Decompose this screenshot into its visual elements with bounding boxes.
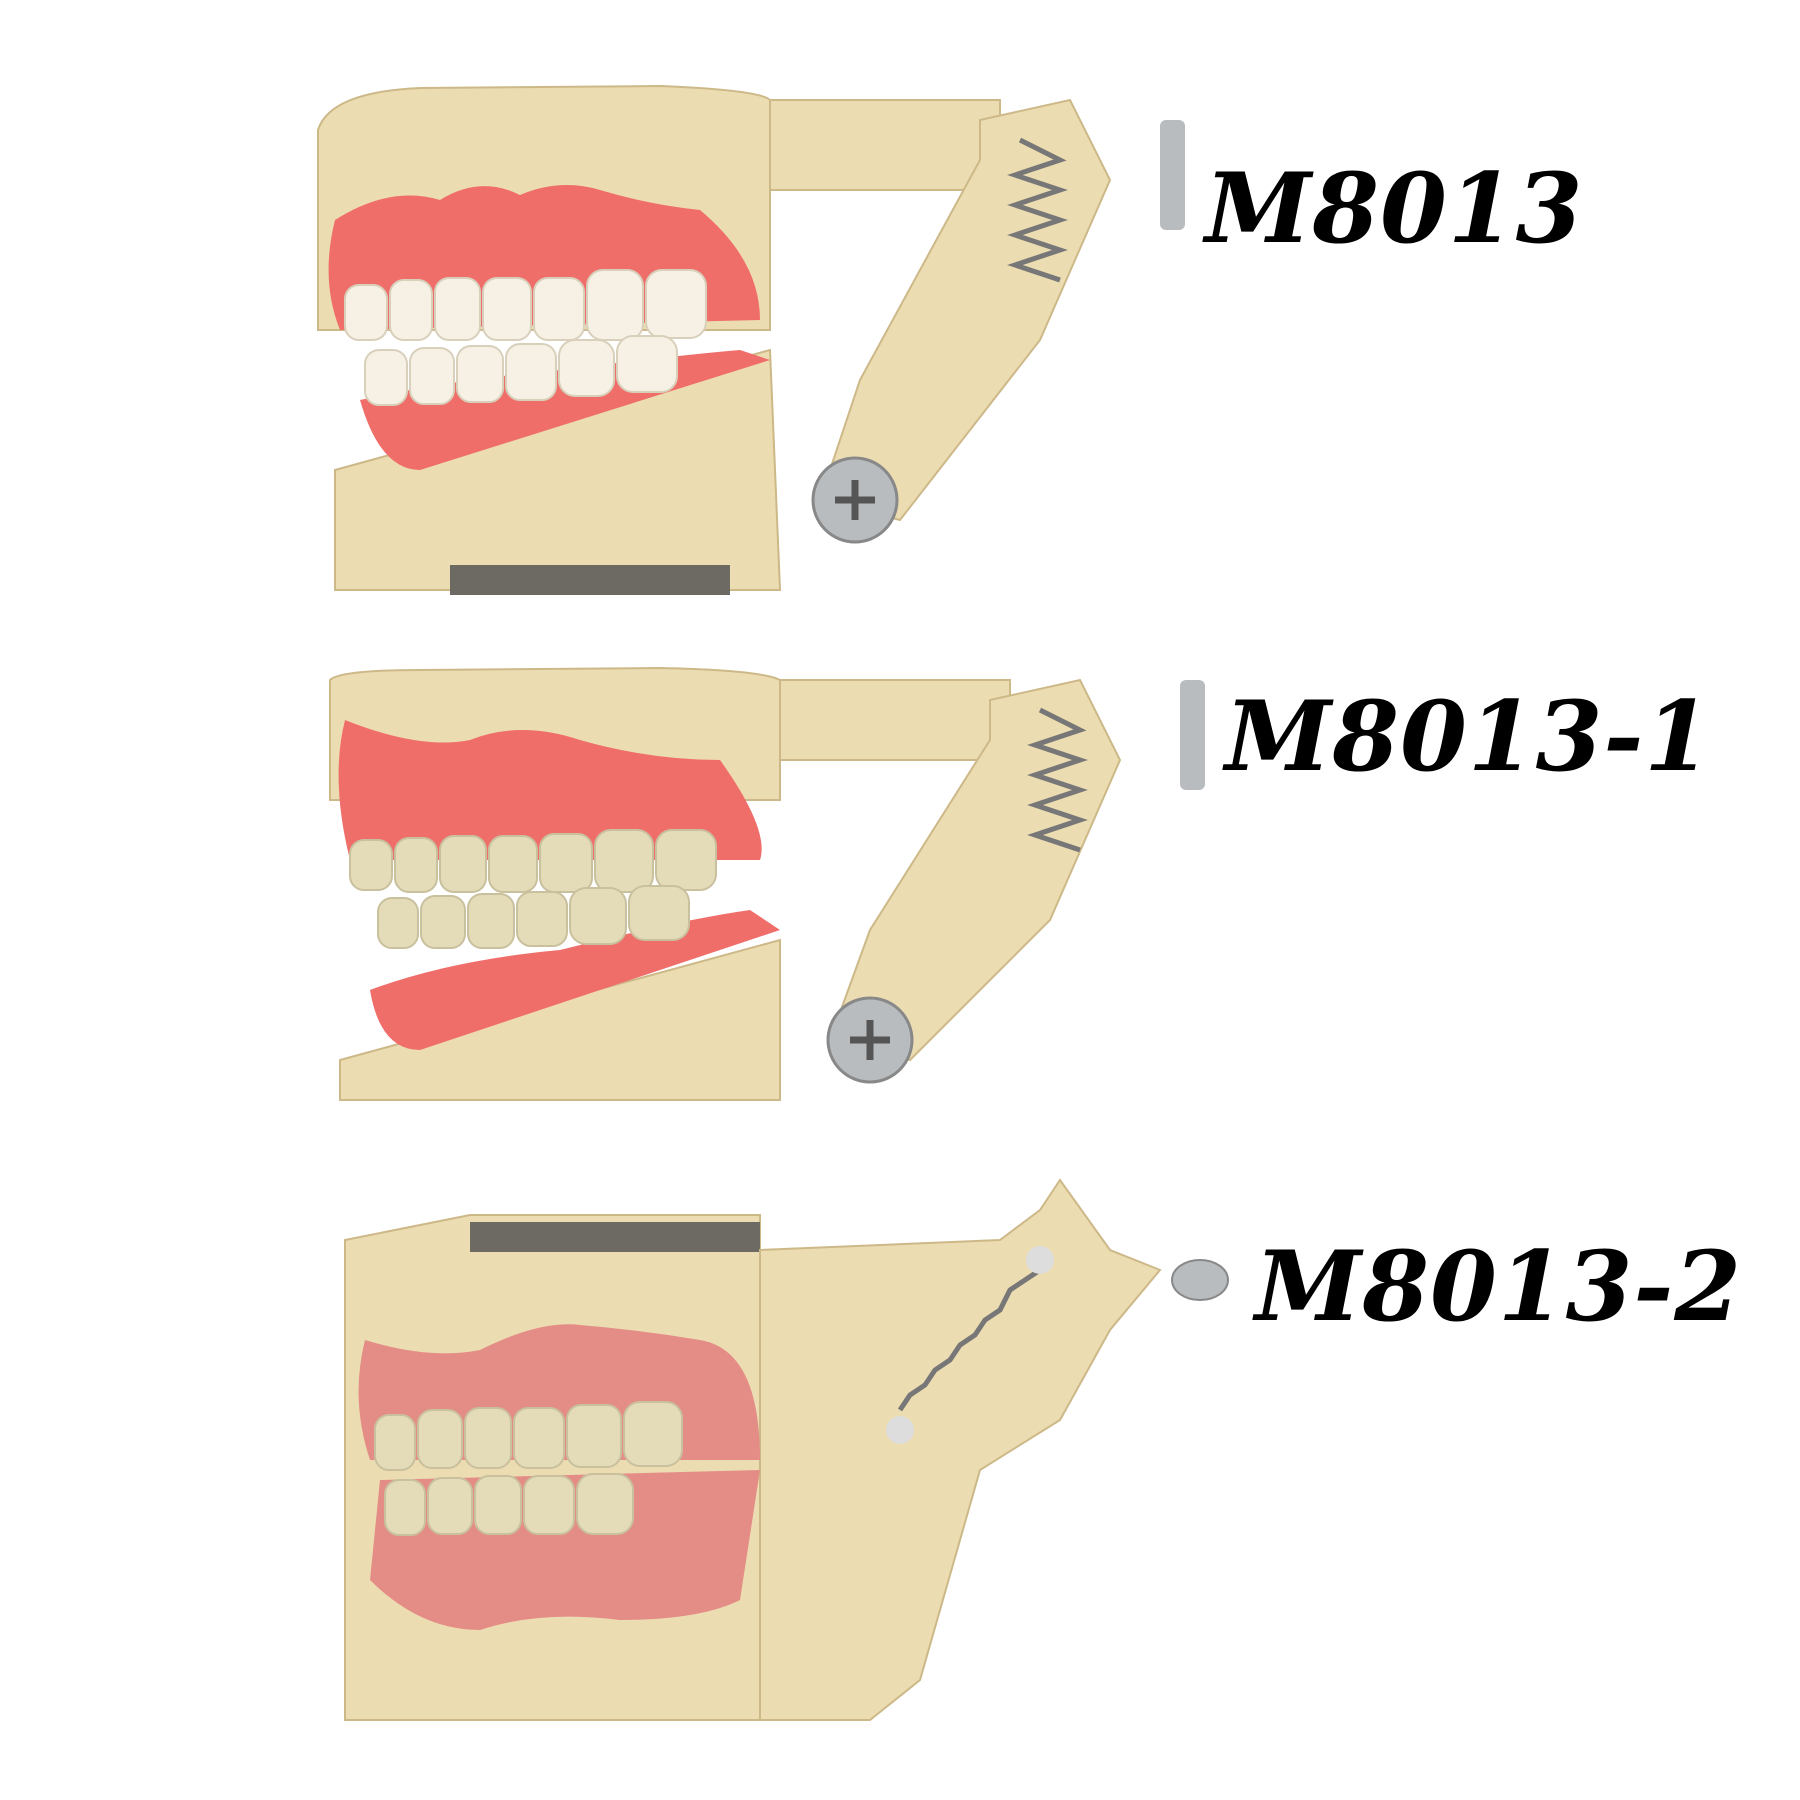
dental-model-m8013-1-image: [329, 666, 1205, 1101]
model-m8013-1: M8013-1: [0, 600, 1800, 1160]
model-m8013-2: M8013-2: [0, 1160, 1800, 1800]
dental-model-m8013-2-image: [344, 1178, 1229, 1721]
model-label: M8013: [1205, 152, 1584, 265]
dental-model-m8013-image: [317, 84, 1185, 595]
model-m8013: M8013: [0, 0, 1800, 600]
model-label: M8013-2: [1255, 1230, 1743, 1343]
model-label: M8013-1: [1225, 680, 1713, 793]
